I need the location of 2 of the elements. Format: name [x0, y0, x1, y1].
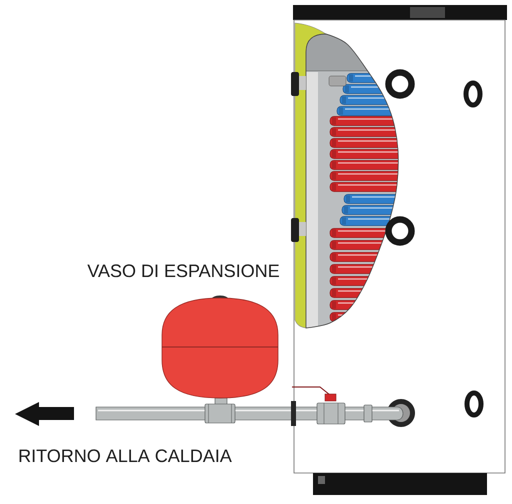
flow-label: RITORNO ALLA CALDAIA: [20, 449, 232, 462]
vessel-label: VASO DI ESPANSIONE: [87, 264, 279, 278]
